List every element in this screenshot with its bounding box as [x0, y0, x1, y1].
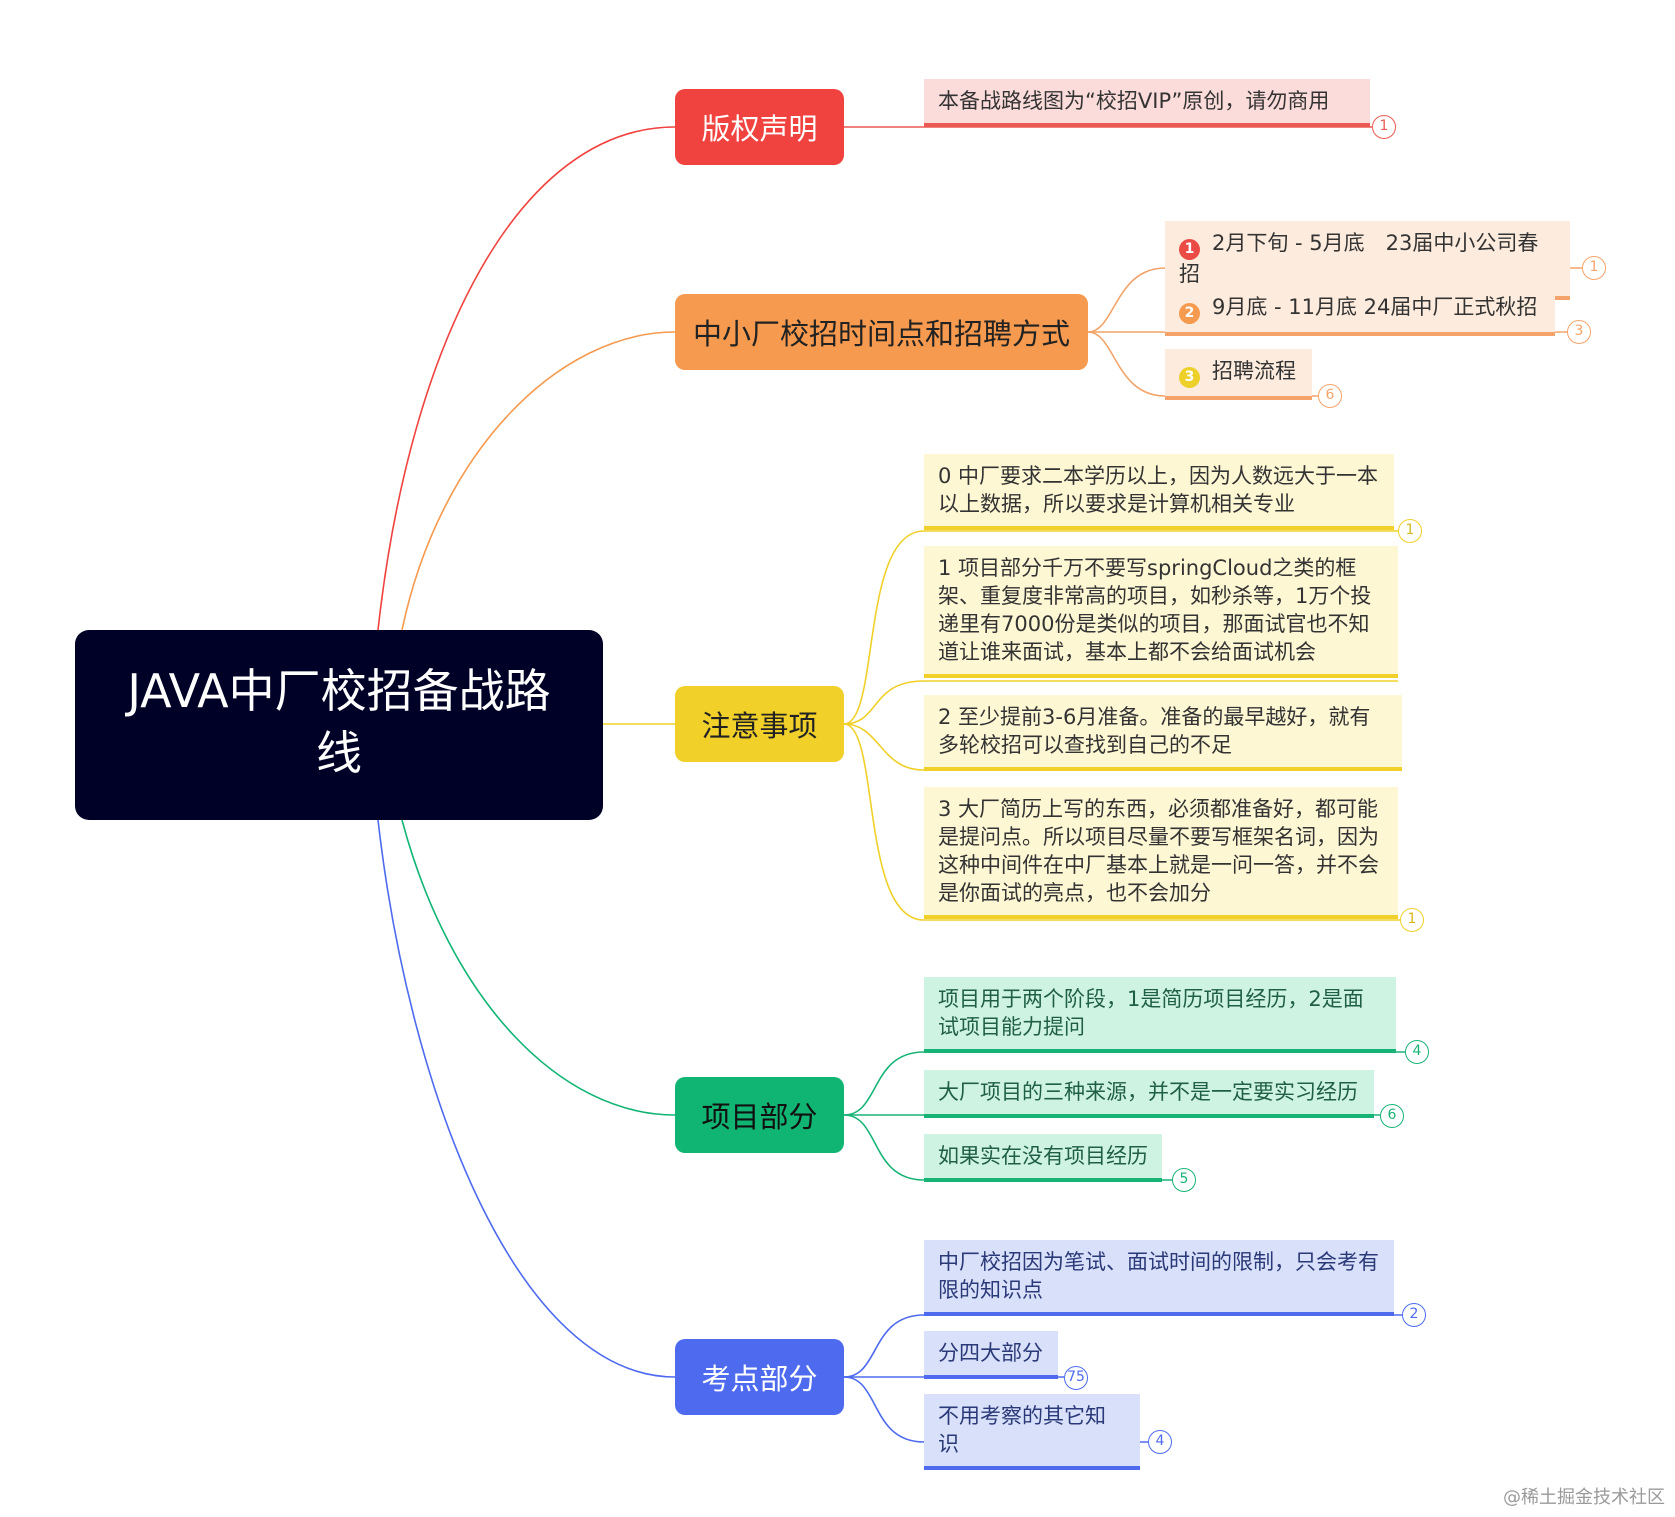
leaf-projects-2[interactable]: 大厂项目的三种来源，并不是一定要实习经历 [924, 1070, 1374, 1118]
child-count-badge[interactable]: 6 [1318, 384, 1342, 408]
leaf-text: 招聘流程 [1212, 359, 1296, 383]
branch-timeline[interactable]: 中小厂校招时间点和招聘方式 [675, 294, 1088, 370]
branch-notes[interactable]: 注意事项 [675, 686, 844, 762]
leaf-notes-1[interactable]: 1 项目部分千万不要写springCloud之类的框架、重复度非常高的项目，如秒… [924, 546, 1398, 678]
child-count-badge[interactable]: 4 [1148, 1430, 1172, 1454]
leaf-projects-3[interactable]: 如果实在没有项目经历 [924, 1134, 1162, 1182]
root-topic-line-2: 线 [316, 726, 362, 780]
branch-projects-label: 项目部分 [701, 1100, 818, 1134]
leaf-text: 项目用于两个阶段，1是简历项目经历，2是面试项目能力提问 [938, 987, 1364, 1039]
leaf-text: 中厂校招因为笔试、面试时间的限制，只会考有限的知识点 [938, 1250, 1379, 1302]
root-topic[interactable]: JAVA中厂校招备战路 线 [75, 630, 603, 820]
leaf-text: 如果实在没有项目经历 [938, 1144, 1148, 1168]
edge-notes-2 [843, 723, 1402, 771]
priority-1-icon: 1 [1179, 238, 1200, 260]
leaf-text: 3 大厂简历上写的东西，必须都准备好，都可能是提问点。所以项目尽量不要写框架名词… [938, 797, 1379, 905]
leaf-exam-1[interactable]: 中厂校招因为笔试、面试时间的限制，只会考有限的知识点 [924, 1240, 1394, 1316]
leaf-text: 1 项目部分千万不要写springCloud之类的框架、重复度非常高的项目，如秒… [938, 556, 1372, 664]
branch-projects[interactable]: 项目部分 [675, 1077, 844, 1153]
child-count-badge[interactable]: 5 [1172, 1168, 1196, 1192]
child-count-badge[interactable]: 1 [1400, 908, 1424, 932]
edge-timeline-3 [1087, 331, 1318, 397]
edge-projects-1 [843, 1051, 1405, 1116]
child-count-badge[interactable]: 3 [1567, 320, 1591, 344]
root-topic-line-1: JAVA中厂校招备战路 [127, 664, 551, 718]
leaf-notes-2[interactable]: 2 至少提前3-6月准备。准备的最早越好，就有多轮校招可以查找到自己的不足 [924, 695, 1402, 771]
leaf-copyright-1[interactable]: 本备战路线图为“校招VIP”原创，请勿商用 [924, 79, 1370, 127]
leaf-text: 本备战路线图为“校招VIP”原创，请勿商用 [938, 89, 1330, 113]
branch-timeline-label: 中小厂校招时间点和招聘方式 [692, 317, 1070, 351]
leaf-text: 大厂项目的三种来源，并不是一定要实习经历 [938, 1080, 1358, 1104]
leaf-notes-0[interactable]: 0 中厂要求二本学历以上，因为人数远大于一本以上数据，所以要求是计算机相关专业 [924, 454, 1394, 530]
edge-notes-3 [843, 723, 1400, 921]
leaf-text: 不用考察的其它知识 [938, 1404, 1106, 1456]
leaf-text: 2月下旬 - 5月底 23届中小公司春招 [1179, 231, 1539, 286]
edge-root-projects [401, 819, 676, 1116]
leaf-notes-3[interactable]: 3 大厂简历上写的东西，必须都准备好，都可能是提问点。所以项目尽量不要写框架名词… [924, 787, 1398, 919]
priority-3-icon: 3 [1179, 366, 1200, 388]
leaf-text: 9月底 - 11月底 24届中厂正式秋招 [1212, 295, 1538, 319]
edge-notes-1 [843, 680, 1398, 725]
leaf-exam-3[interactable]: 不用考察的其它知识 [924, 1394, 1140, 1470]
edge-timeline-1 [1087, 267, 1582, 333]
edge-projects-3 [843, 1114, 1172, 1181]
priority-2-icon: 2 [1179, 302, 1200, 324]
child-count-badge[interactable]: 1 [1582, 256, 1606, 280]
branch-copyright[interactable]: 版权声明 [675, 89, 844, 165]
child-count-badge[interactable]: 4 [1405, 1040, 1429, 1064]
watermark: @稀土掘金技术社区 [1503, 1487, 1665, 1508]
edge-root-timeline [401, 331, 676, 631]
child-count-badge[interactable]: 2 [1402, 1303, 1426, 1327]
leaf-text: 0 中厂要求二本学历以上，因为人数远大于一本以上数据，所以要求是计算机相关专业 [938, 464, 1379, 516]
child-count-badge[interactable]: 6 [1380, 1104, 1404, 1128]
child-count-badge[interactable]: 1 [1372, 115, 1396, 139]
branch-exam-label: 考点部分 [701, 1362, 818, 1396]
edge-exam-1 [843, 1314, 1402, 1378]
child-count-badge[interactable]: 1 [1398, 519, 1422, 543]
leaf-timeline-2[interactable]: 2 9月底 - 11月底 24届中厂正式秋招 [1165, 285, 1555, 336]
edge-root-copyright [377, 126, 676, 631]
child-count-badge[interactable]: 75 [1064, 1366, 1088, 1390]
leaf-exam-2[interactable]: 分四大部分 [924, 1331, 1058, 1379]
edge-root-exam [377, 819, 676, 1378]
branch-notes-label: 注意事项 [701, 709, 818, 743]
edge-notes-0 [843, 530, 1398, 725]
edge-exam-3 [843, 1376, 1148, 1443]
leaf-text: 分四大部分 [938, 1341, 1043, 1365]
branch-exam[interactable]: 考点部分 [675, 1339, 844, 1415]
leaf-timeline-3[interactable]: 3 招聘流程 [1165, 349, 1312, 400]
branch-copyright-label: 版权声明 [701, 112, 818, 146]
leaf-text: 2 至少提前3-6月准备。准备的最早越好，就有多轮校招可以查找到自己的不足 [938, 705, 1371, 757]
leaf-projects-1[interactable]: 项目用于两个阶段，1是简历项目经历，2是面试项目能力提问 [924, 977, 1396, 1053]
